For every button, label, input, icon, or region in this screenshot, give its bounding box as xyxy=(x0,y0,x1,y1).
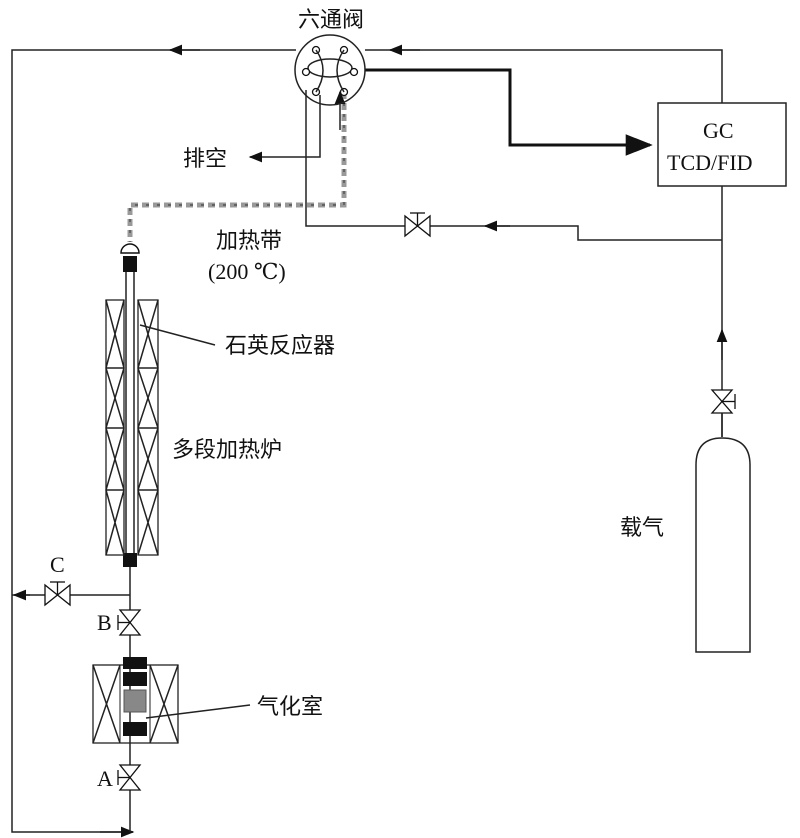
vent-line xyxy=(248,95,321,163)
label-carrier-gas: 载气 xyxy=(620,516,664,541)
heating-tape-pattern xyxy=(129,92,345,242)
reactor-top-block xyxy=(123,256,137,272)
carrier-gas-cylinder[interactable] xyxy=(695,437,751,653)
label-vaporization-chamber: 气化室 xyxy=(257,695,323,720)
label-gc-detector: TCD/FID xyxy=(667,150,753,175)
label-valve-c: C xyxy=(50,552,65,577)
branch-line xyxy=(305,90,722,241)
vaporization-chamber[interactable] xyxy=(92,657,179,744)
label-valve-b: B xyxy=(97,610,112,635)
valve-c[interactable] xyxy=(44,581,71,607)
left-return-line xyxy=(11,49,296,833)
label-heating-temp: (200 ℃) xyxy=(208,259,286,284)
reactor-bottom-block xyxy=(123,553,137,567)
valve-to-gc-line xyxy=(365,68,653,156)
label-valve-a: A xyxy=(97,766,113,791)
carrier-gas-valve[interactable] xyxy=(710,389,736,414)
reactor-cap xyxy=(120,243,140,254)
gc-box[interactable] xyxy=(657,102,787,187)
label-gc: GC xyxy=(703,118,734,143)
furnace-right xyxy=(137,299,159,556)
gc-to-valve-line xyxy=(365,49,723,103)
valve-b[interactable] xyxy=(117,609,142,636)
label-quartz-reactor: 石英反应器 xyxy=(225,334,335,359)
label-heating-tape: 加热带 xyxy=(216,229,282,254)
label-multi-stage-furnace: 多段加热炉 xyxy=(172,438,282,463)
label-vent: 排空 xyxy=(183,147,227,172)
furnace-left xyxy=(105,299,125,556)
leader-vaporization xyxy=(145,704,251,719)
heating-tape-line xyxy=(127,92,347,242)
valve-a[interactable] xyxy=(117,764,142,791)
leader-reactor xyxy=(139,324,216,346)
six-way-valve[interactable] xyxy=(294,34,366,106)
branch-valve[interactable] xyxy=(404,212,431,238)
label-six-way-valve: 六通阀 xyxy=(298,8,364,33)
